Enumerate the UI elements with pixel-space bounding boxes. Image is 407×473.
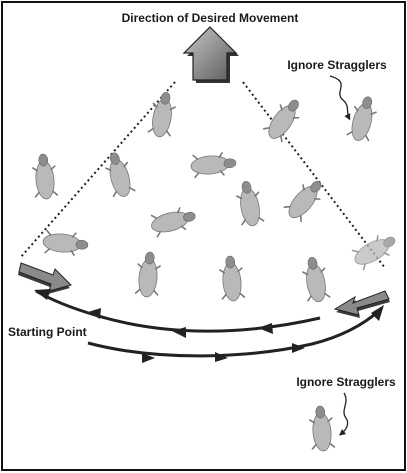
- sheep-icon: [345, 93, 381, 144]
- sheep-icon: [281, 174, 329, 225]
- lower-sweep-path: [87, 305, 384, 363]
- sheep-icon: [217, 254, 246, 303]
- stragglers-top-pointer: [329, 75, 351, 121]
- cone-right-line: [242, 81, 386, 269]
- cone-left-line: [19, 81, 176, 259]
- up-arrow-icon: [182, 26, 239, 83]
- starting-point-label: Starting Point: [8, 325, 87, 339]
- sheep-icon: [261, 93, 307, 145]
- upper-sweep-path: [34, 289, 321, 338]
- sheep-icon: [134, 250, 163, 299]
- sheep-icon: [189, 150, 238, 179]
- arrow-marker-icon: [333, 290, 390, 318]
- sheep-icon: [41, 229, 90, 258]
- sheep-icon: [349, 228, 401, 272]
- sheep-icon: [299, 254, 331, 305]
- stragglers-bottom-pointer: [338, 392, 349, 436]
- sheep-icon: [233, 178, 265, 229]
- arrow-marker-icon: [18, 262, 72, 294]
- diagram-title: Direction of Desired Movement: [122, 11, 299, 25]
- sheep-icon: [30, 152, 59, 201]
- stragglers-top-label: Ignore Stragglers: [287, 58, 387, 72]
- sheep-icon: [148, 203, 199, 239]
- stragglers-bottom-label: Ignore Stragglers: [296, 375, 396, 389]
- sheep-icon: [307, 404, 336, 453]
- sheep-icon: [147, 89, 179, 140]
